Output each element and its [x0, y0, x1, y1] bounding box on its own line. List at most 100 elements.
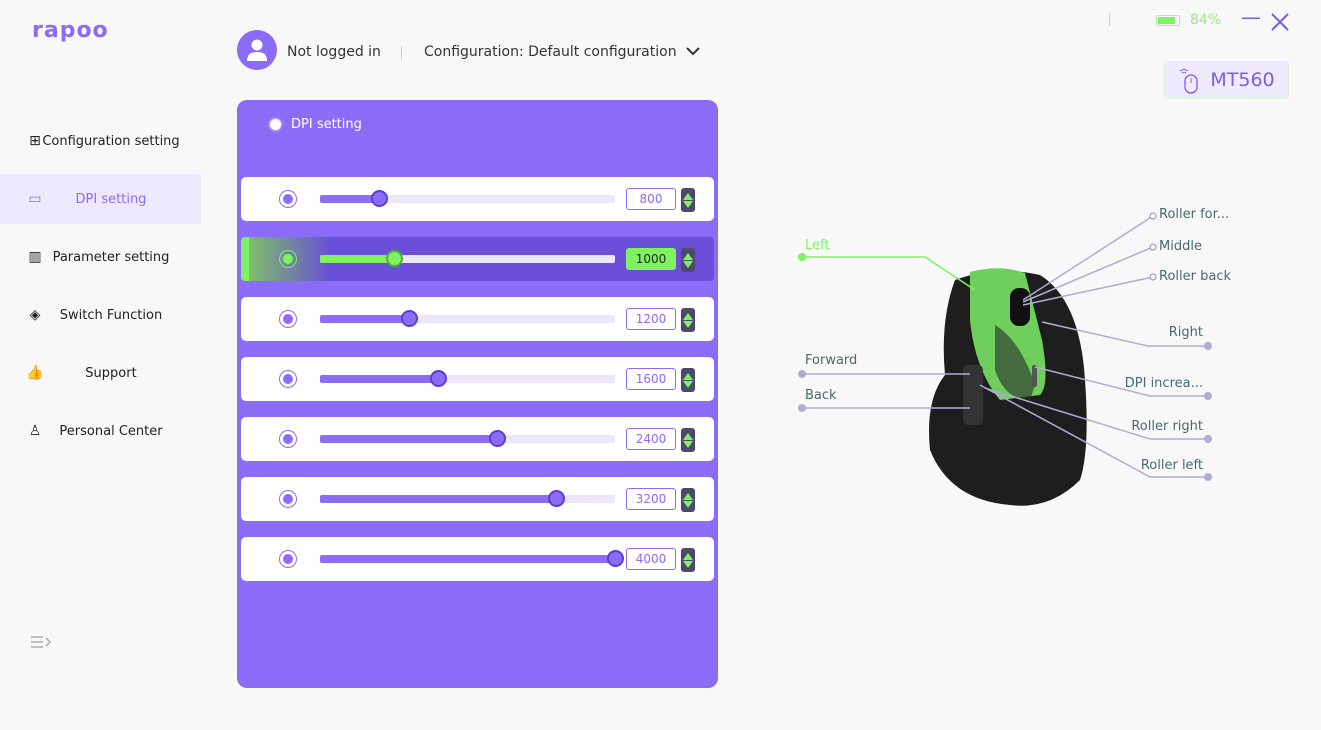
mouse-image	[929, 268, 1087, 506]
dpi-value-input[interactable]: 3200	[626, 488, 676, 510]
dpi-slider[interactable]	[320, 550, 624, 567]
login-status[interactable]: Not logged in	[287, 44, 381, 60]
collapse-menu-icon[interactable]	[28, 634, 54, 656]
label-roller-back[interactable]: Roller back	[1159, 269, 1231, 284]
label-left[interactable]: Left	[805, 238, 830, 253]
dpi-value-input[interactable]: 800	[626, 188, 676, 210]
dpi-level-row[interactable]: 4000	[241, 537, 714, 581]
arrow-up-icon[interactable]	[683, 312, 693, 320]
sidebar-item-parameter-setting[interactable]: ▥Parameter setting	[0, 232, 201, 282]
dpi-stepper[interactable]	[681, 188, 695, 212]
arrow-down-icon[interactable]	[683, 320, 693, 328]
dpi-level-row[interactable]: 2400	[241, 417, 714, 461]
dpi-slider[interactable]	[320, 490, 615, 507]
dpi-slider[interactable]	[320, 190, 615, 207]
dpi-value-input[interactable]: 1200	[626, 308, 676, 330]
dpi-stepper[interactable]	[681, 488, 695, 512]
dpi-stepper[interactable]	[681, 308, 695, 332]
dpi-slider[interactable]	[320, 250, 615, 267]
dpi-level-radio[interactable]	[279, 370, 297, 388]
dpi-level-row[interactable]: 1200	[241, 297, 714, 341]
sidebar-item-label: Personal Center	[59, 423, 163, 439]
dpi-slider[interactable]	[320, 370, 615, 387]
chevron-down-icon[interactable]	[686, 44, 700, 60]
avatar[interactable]	[237, 30, 277, 70]
dpi-level-row[interactable]: 1000	[241, 237, 714, 281]
device-button[interactable]: MT560	[1164, 61, 1289, 99]
dpi-stepper[interactable]	[681, 428, 695, 452]
dpi-value-input[interactable]: 1000	[626, 248, 676, 270]
slider-handle[interactable]	[371, 190, 388, 207]
label-roller-forward[interactable]: Roller for...	[1159, 207, 1230, 222]
slider-fill	[320, 435, 497, 443]
label-back[interactable]: Back	[805, 388, 837, 403]
divider	[401, 46, 402, 60]
sidebar-item-personal-center[interactable]: ♙Personal Center	[0, 406, 201, 456]
close-button[interactable]	[1271, 13, 1289, 35]
sidebar-item-label: DPI setting	[75, 191, 147, 207]
dpi-stepper[interactable]	[681, 248, 695, 272]
sidebar-item-label: Support	[85, 365, 137, 381]
layers-icon: ◈	[29, 307, 41, 323]
arrow-down-icon[interactable]	[683, 440, 693, 448]
dpi-value-input[interactable]: 4000	[626, 548, 676, 570]
label-forward[interactable]: Forward	[805, 353, 858, 368]
dpi-slider[interactable]	[320, 310, 615, 327]
slider-fill	[320, 375, 438, 383]
sidebar-item-switch-function[interactable]: ◈ Switch Function	[0, 290, 201, 340]
minimize-button[interactable]: —	[1241, 5, 1261, 29]
arrow-up-icon[interactable]	[683, 492, 693, 500]
dpi-level-radio[interactable]	[279, 550, 297, 568]
slider-handle[interactable]	[607, 550, 624, 567]
sidebar-item-dpi-setting[interactable]: ▭DPI setting	[0, 174, 201, 224]
device-name: MT560	[1210, 69, 1275, 91]
dpi-level-row[interactable]: 3200	[241, 477, 714, 521]
arrow-up-icon[interactable]	[683, 372, 693, 380]
dpi-level-radio[interactable]	[279, 310, 297, 328]
chart-icon: ▥	[28, 249, 42, 265]
dpi-value-input[interactable]: 2400	[626, 428, 676, 450]
arrow-up-icon[interactable]	[683, 552, 693, 560]
arrow-down-icon[interactable]	[683, 260, 693, 268]
dpi-stepper[interactable]	[681, 368, 695, 392]
slider-handle[interactable]	[548, 490, 565, 507]
arrow-up-icon[interactable]	[683, 252, 693, 260]
dpi-level-radio[interactable]	[279, 190, 297, 208]
slider-handle[interactable]	[400, 310, 418, 327]
label-right[interactable]: Right	[1168, 325, 1203, 340]
label-dpi-increase[interactable]: DPI increa...	[1124, 376, 1203, 391]
dpi-stepper[interactable]	[681, 548, 695, 572]
dpi-level-row[interactable]: 800	[241, 177, 714, 221]
battery-icon	[1156, 15, 1180, 26]
slider-handle[interactable]	[430, 370, 447, 387]
label-roller-left[interactable]: Roller left	[1140, 458, 1203, 473]
dpi-value-input[interactable]: 1600	[626, 368, 676, 390]
grid-icon: ⊞	[29, 133, 41, 149]
dpi-level-row[interactable]: 1600	[241, 357, 714, 401]
label-middle[interactable]: Middle	[1159, 239, 1202, 254]
arrow-down-icon[interactable]	[683, 380, 693, 388]
slider-handle[interactable]	[385, 250, 403, 267]
user-icon	[247, 39, 267, 61]
rapoo-logo: rapoo	[32, 18, 109, 43]
sidebar-item-support[interactable]: 👍Support	[0, 348, 201, 398]
arrow-up-icon[interactable]	[683, 432, 693, 440]
dpi-slider[interactable]	[320, 430, 615, 447]
slider-fill	[320, 495, 556, 503]
sidebar-item-label: Switch Function	[59, 307, 163, 323]
dpi-level-radio[interactable]	[279, 490, 297, 508]
configuration-select[interactable]: Configuration: Default configuration	[424, 44, 677, 60]
arrow-down-icon[interactable]	[683, 200, 693, 208]
mouse-diagram	[798, 212, 1212, 506]
arrow-down-icon[interactable]	[683, 500, 693, 508]
label-roller-right[interactable]: Roller right	[1131, 419, 1203, 434]
divider	[1109, 13, 1110, 26]
slider-fill	[320, 315, 409, 323]
arrow-up-icon[interactable]	[683, 192, 693, 200]
sidebar-item-configuration-setting[interactable]: ⊞Configuration setting	[0, 116, 201, 166]
dpi-level-radio[interactable]	[279, 250, 297, 268]
slider-handle[interactable]	[489, 430, 506, 447]
arrow-down-icon[interactable]	[683, 560, 693, 568]
dpi-level-radio[interactable]	[279, 430, 297, 448]
wireless-mouse-icon	[1180, 69, 1199, 94]
